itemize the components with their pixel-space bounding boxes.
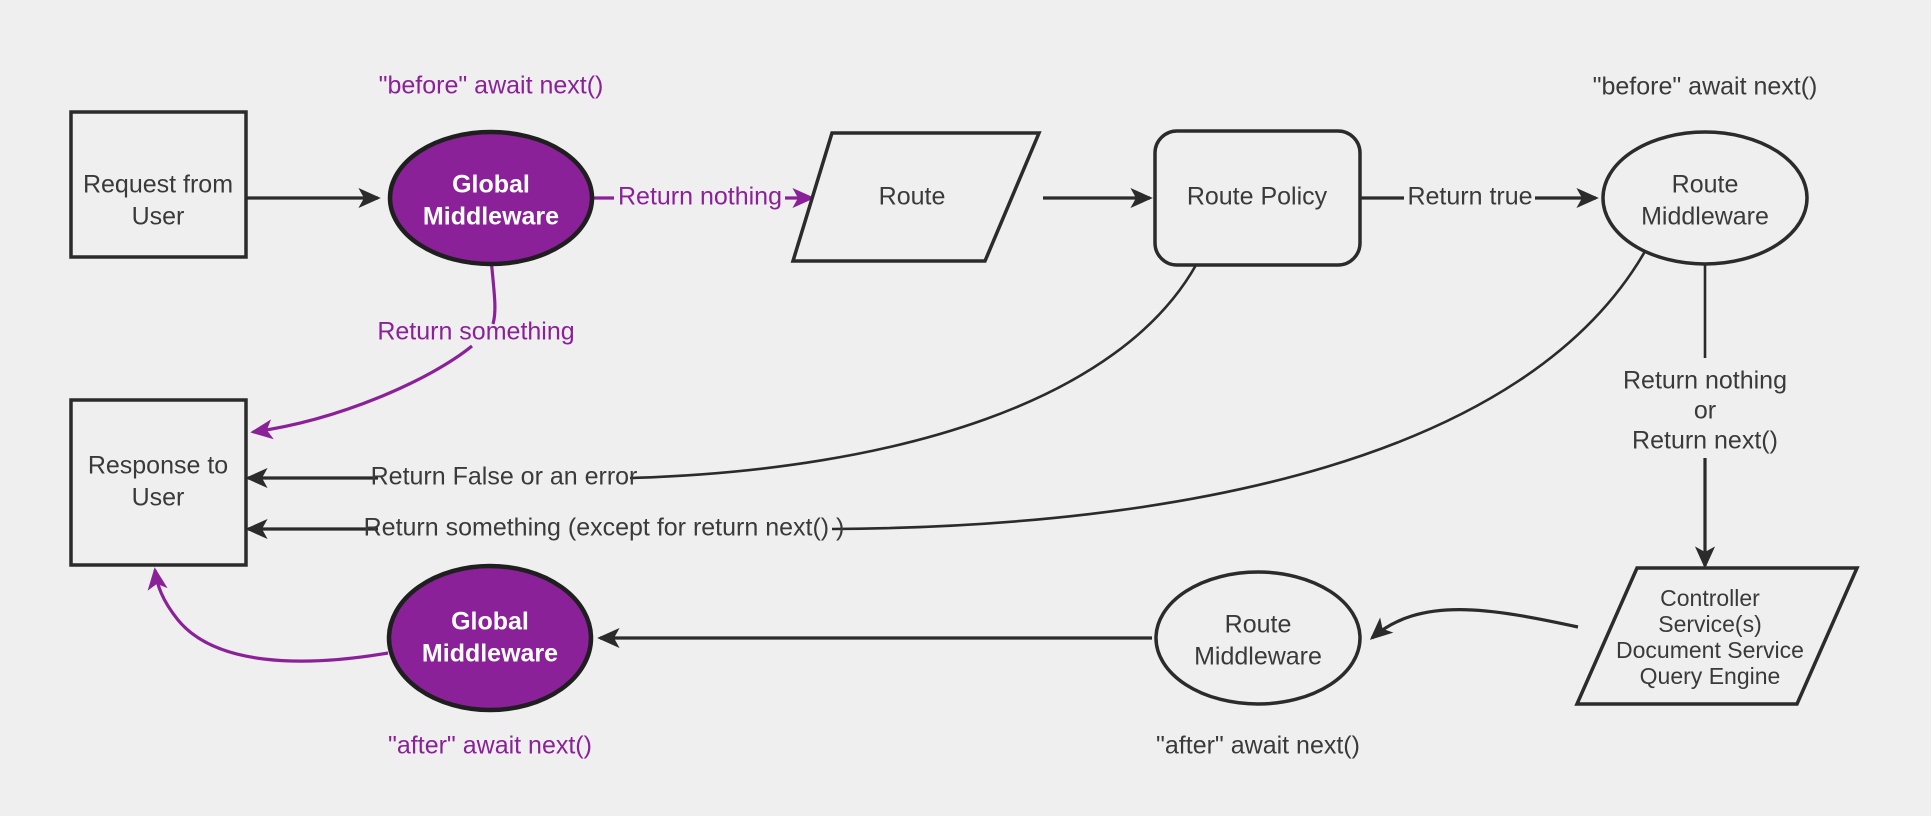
route-middleware-after-ellipse[interactable]: [1154, 570, 1362, 706]
edge-label-return-true: Return true: [1407, 183, 1532, 211]
response-to-user-label-line1: Response to: [88, 452, 228, 480]
global-middleware-before-label-line2: Middleware: [423, 203, 559, 231]
edge-label-route-mw-return-nothing: Return nothing: [1623, 367, 1787, 395]
controller-parallelogram[interactable]: [1574, 566, 1860, 706]
edge-global-to-response-upper: [489, 257, 497, 325]
response-to-user-box[interactable]: [69, 398, 248, 567]
edge-label-return-false-or-error: Return False or an error: [371, 463, 638, 491]
response-to-user-label-line2: User: [132, 484, 185, 512]
route-policy-label: Route Policy: [1187, 183, 1328, 211]
global-middleware-before-label-line1: Global: [452, 171, 530, 199]
node-route[interactable]: Route: [790, 131, 1042, 263]
edge-policy-to-response-curve: [629, 264, 1198, 480]
edge-global-after-to-response: [147, 567, 389, 663]
global-middleware-after-label-line2: Middleware: [422, 640, 558, 668]
node-route-middleware-after[interactable]: Route Middleware: [1154, 570, 1362, 706]
controller-label-line2: Service(s): [1658, 611, 1762, 637]
route-middleware-after-label-line2: Middleware: [1194, 643, 1322, 671]
edge-route-mw-to-response-curve: [831, 245, 1650, 531]
annotation-global-middleware-after: "after" await next(): [388, 732, 592, 760]
node-route-policy[interactable]: Route Policy: [1153, 129, 1362, 267]
global-middleware-before-ellipse[interactable]: [387, 129, 595, 267]
annotation-route-middleware-after: "after" await next(): [1156, 732, 1360, 760]
request-from-user-box[interactable]: [69, 110, 248, 259]
controller-label-line1: Controller: [1660, 585, 1760, 611]
edge-label-return-nothing-global: Return nothing: [618, 183, 782, 211]
edge-label-route-mw-or: or: [1694, 397, 1716, 425]
route-middleware-before-label-line1: Route: [1672, 171, 1739, 199]
route-parallelogram[interactable]: [790, 131, 1042, 263]
route-middleware-before-ellipse[interactable]: [1601, 130, 1809, 266]
global-middleware-after-ellipse[interactable]: [386, 563, 594, 713]
route-policy-box[interactable]: [1153, 129, 1362, 267]
edge-label-return-something-global: Return something: [377, 318, 574, 346]
global-middleware-after-label-line1: Global: [451, 608, 529, 636]
edge-global-to-response-lower: [250, 344, 474, 440]
controller-label-line3: Document Service: [1616, 637, 1804, 663]
annotation-route-middleware-before: "before" await next(): [1593, 73, 1818, 101]
edge-controller-to-route-mw-after: [1369, 608, 1579, 640]
route-middleware-after-label-line1: Route: [1225, 611, 1292, 639]
annotation-global-middleware-before: "before" await next(): [379, 72, 604, 100]
node-response-to-user[interactable]: Response to User: [69, 398, 248, 567]
node-global-middleware-before[interactable]: Global Middleware: [387, 129, 595, 267]
node-global-middleware-after[interactable]: Global Middleware: [386, 563, 594, 713]
request-from-user-label-line1: Request from: [83, 171, 233, 199]
node-route-middleware-before[interactable]: Route Middleware: [1601, 130, 1809, 266]
route-label: Route: [879, 183, 946, 211]
node-request-from-user[interactable]: Request from User: [69, 110, 248, 259]
route-middleware-before-label-line2: Middleware: [1641, 203, 1769, 231]
edge-label-return-something-except-next: Return something (except for return next…: [364, 514, 845, 542]
controller-label-line4: Query Engine: [1640, 663, 1781, 689]
request-from-user-label-line2: User: [132, 203, 185, 231]
edge-label-route-mw-return-next: Return next(): [1632, 427, 1778, 455]
node-controller-services[interactable]: Controller Service(s) Document Service Q…: [1574, 566, 1860, 706]
